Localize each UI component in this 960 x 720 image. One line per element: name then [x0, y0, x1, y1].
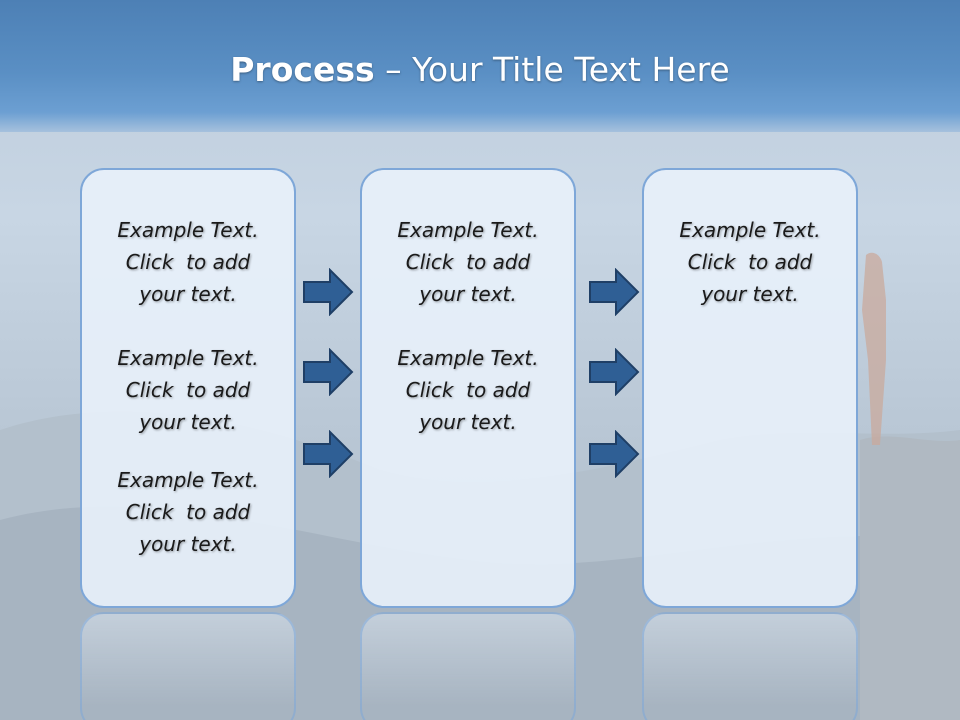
text-line: Click to add — [405, 250, 531, 274]
text-item[interactable]: Example Text. Click to add your text. — [644, 214, 856, 310]
title-rest: – Your Title Text Here — [374, 50, 730, 89]
text-line: Click to add — [687, 250, 813, 274]
box-reflection — [360, 612, 576, 720]
right-arrow-icon — [589, 430, 640, 478]
text-line: Click to add — [125, 500, 251, 524]
text-line: Click to add — [125, 378, 251, 402]
text-line: your text. — [419, 410, 517, 434]
text-line: Example Text. — [117, 346, 259, 370]
box-reflection — [80, 612, 296, 720]
text-line: your text. — [419, 282, 517, 306]
text-line: your text. — [139, 282, 237, 306]
text-line: Click to add — [125, 250, 251, 274]
text-item[interactable]: Example Text. Click to add your text. — [82, 464, 294, 560]
text-line: your text. — [701, 282, 799, 306]
text-item[interactable]: Example Text. Click to add your text. — [82, 342, 294, 438]
right-arrow-icon — [303, 348, 354, 396]
right-arrow-icon — [303, 268, 354, 316]
text-line: your text. — [139, 410, 237, 434]
text-line: Click to add — [405, 378, 531, 402]
text-line: Example Text. — [117, 468, 259, 492]
box-reflection — [642, 612, 858, 720]
text-item[interactable]: Example Text. Click to add your text. — [82, 214, 294, 310]
text-line: Example Text. — [397, 218, 539, 242]
right-arrow-icon — [589, 348, 640, 396]
text-line: your text. — [139, 532, 237, 556]
text-item[interactable]: Example Text. Click to add your text. — [362, 342, 574, 438]
slide-title[interactable]: Process – Your Title Text Here — [0, 50, 960, 89]
title-bold: Process — [230, 50, 375, 89]
right-arrow-icon — [303, 430, 354, 478]
text-line: Example Text. — [679, 218, 821, 242]
process-step-1-box[interactable]: Example Text. Click to add your text. Ex… — [80, 168, 296, 608]
text-item[interactable]: Example Text. Click to add your text. — [362, 214, 574, 310]
process-step-3-box[interactable]: Example Text. Click to add your text. — [642, 168, 858, 608]
process-step-2-box[interactable]: Example Text. Click to add your text. Ex… — [360, 168, 576, 608]
text-line: Example Text. — [397, 346, 539, 370]
text-line: Example Text. — [117, 218, 259, 242]
title-band — [0, 0, 960, 132]
right-arrow-icon — [589, 268, 640, 316]
